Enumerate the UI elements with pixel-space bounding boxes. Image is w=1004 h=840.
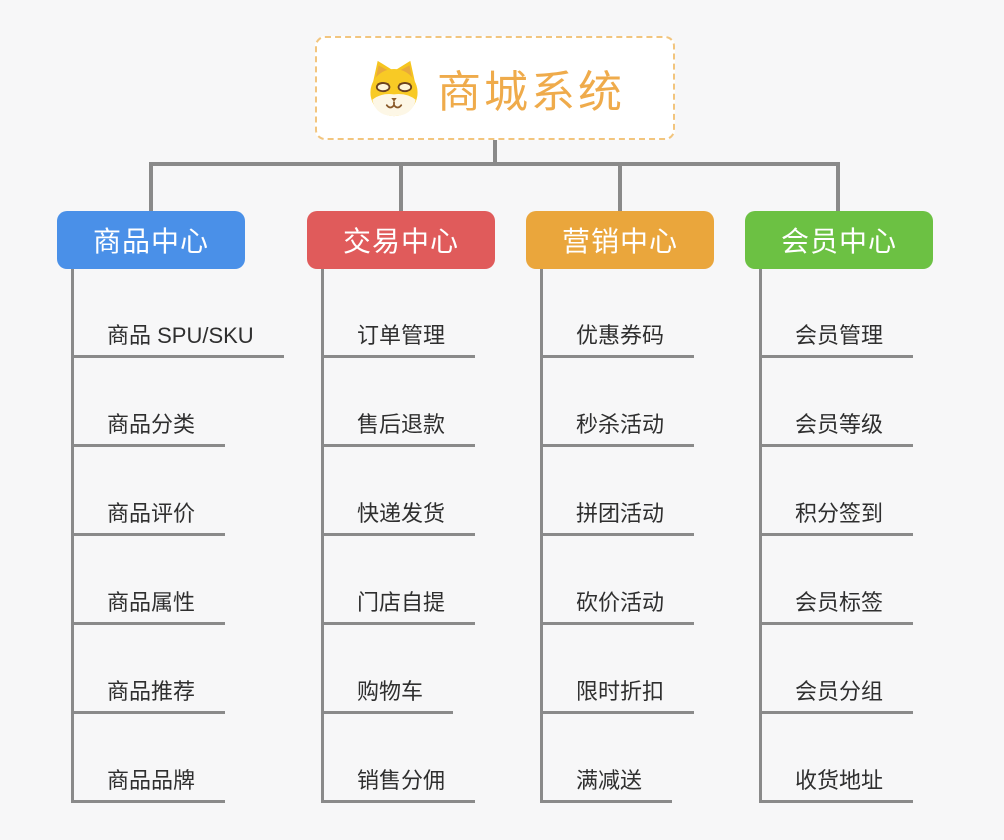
leaf-node-product-review[interactable]: 商品评价 [71, 447, 226, 536]
shiba-dog-icon [370, 60, 418, 117]
leaf-node-member-tag[interactable]: 会员标签 [759, 536, 914, 625]
leaf-node-product-category[interactable]: 商品分类 [71, 358, 226, 447]
leaf-column-marketing-center: 优惠券码 秒杀活动 拼团活动 砍价活动 限时折扣 满减送 [540, 269, 695, 803]
leaf-node-sales-commission[interactable]: 销售分佣 [321, 714, 476, 803]
branch-node-marketing-center[interactable]: 营销中心 [526, 211, 714, 269]
root-node[interactable]: 商城系统 [315, 36, 675, 140]
leaf-node-product-spu-sku[interactable]: 商品 SPU/SKU [71, 269, 284, 358]
connector-drop-marketing [618, 162, 622, 211]
leaf-column-member-center: 会员管理 会员等级 积分签到 会员标签 会员分组 收货地址 [759, 269, 914, 803]
leaf-node-flash-sale[interactable]: 秒杀活动 [540, 358, 695, 447]
leaf-node-product-attribute[interactable]: 商品属性 [71, 536, 226, 625]
connector-drop-product [149, 162, 153, 211]
connector-root-vertical [493, 140, 497, 166]
spine-marketing-center [540, 269, 543, 803]
leaf-node-order-management[interactable]: 订单管理 [321, 269, 476, 358]
leaf-column-trade-center: 订单管理 售后退款 快递发货 门店自提 购物车 销售分佣 [321, 269, 476, 803]
spine-member-center [759, 269, 762, 803]
leaf-node-store-pickup[interactable]: 门店自提 [321, 536, 476, 625]
leaf-node-points-checkin[interactable]: 积分签到 [759, 447, 914, 536]
leaf-node-coupon-code[interactable]: 优惠券码 [540, 269, 695, 358]
leaf-node-express-shipping[interactable]: 快递发货 [321, 447, 476, 536]
leaf-node-member-group[interactable]: 会员分组 [759, 625, 914, 714]
leaf-node-after-sale-refund[interactable]: 售后退款 [321, 358, 476, 447]
leaf-node-full-reduction[interactable]: 满减送 [540, 714, 673, 803]
spine-product-center [71, 269, 74, 803]
root-title: 商城系统 [437, 68, 625, 117]
leaf-node-product-brand[interactable]: 商品品牌 [71, 714, 226, 803]
branch-node-member-center[interactable]: 会员中心 [745, 211, 933, 269]
spine-trade-center [321, 269, 324, 803]
leaf-node-limited-time-discount[interactable]: 限时折扣 [540, 625, 695, 714]
branch-node-trade-center[interactable]: 交易中心 [307, 211, 495, 269]
leaf-node-shopping-cart[interactable]: 购物车 [321, 625, 454, 714]
leaf-node-member-level[interactable]: 会员等级 [759, 358, 914, 447]
leaf-node-member-management[interactable]: 会员管理 [759, 269, 914, 358]
connector-bus [149, 162, 840, 166]
connector-drop-member [836, 162, 840, 211]
leaf-node-bargain-activity[interactable]: 砍价活动 [540, 536, 695, 625]
leaf-node-group-buy[interactable]: 拼团活动 [540, 447, 695, 536]
branch-node-product-center[interactable]: 商品中心 [57, 211, 245, 269]
leaf-node-product-recommend[interactable]: 商品推荐 [71, 625, 226, 714]
connector-drop-trade [399, 162, 403, 211]
leaf-column-product-center: 商品 SPU/SKU 商品分类 商品评价 商品属性 商品推荐 商品品牌 [71, 269, 284, 803]
leaf-node-shipping-address[interactable]: 收货地址 [759, 714, 914, 803]
